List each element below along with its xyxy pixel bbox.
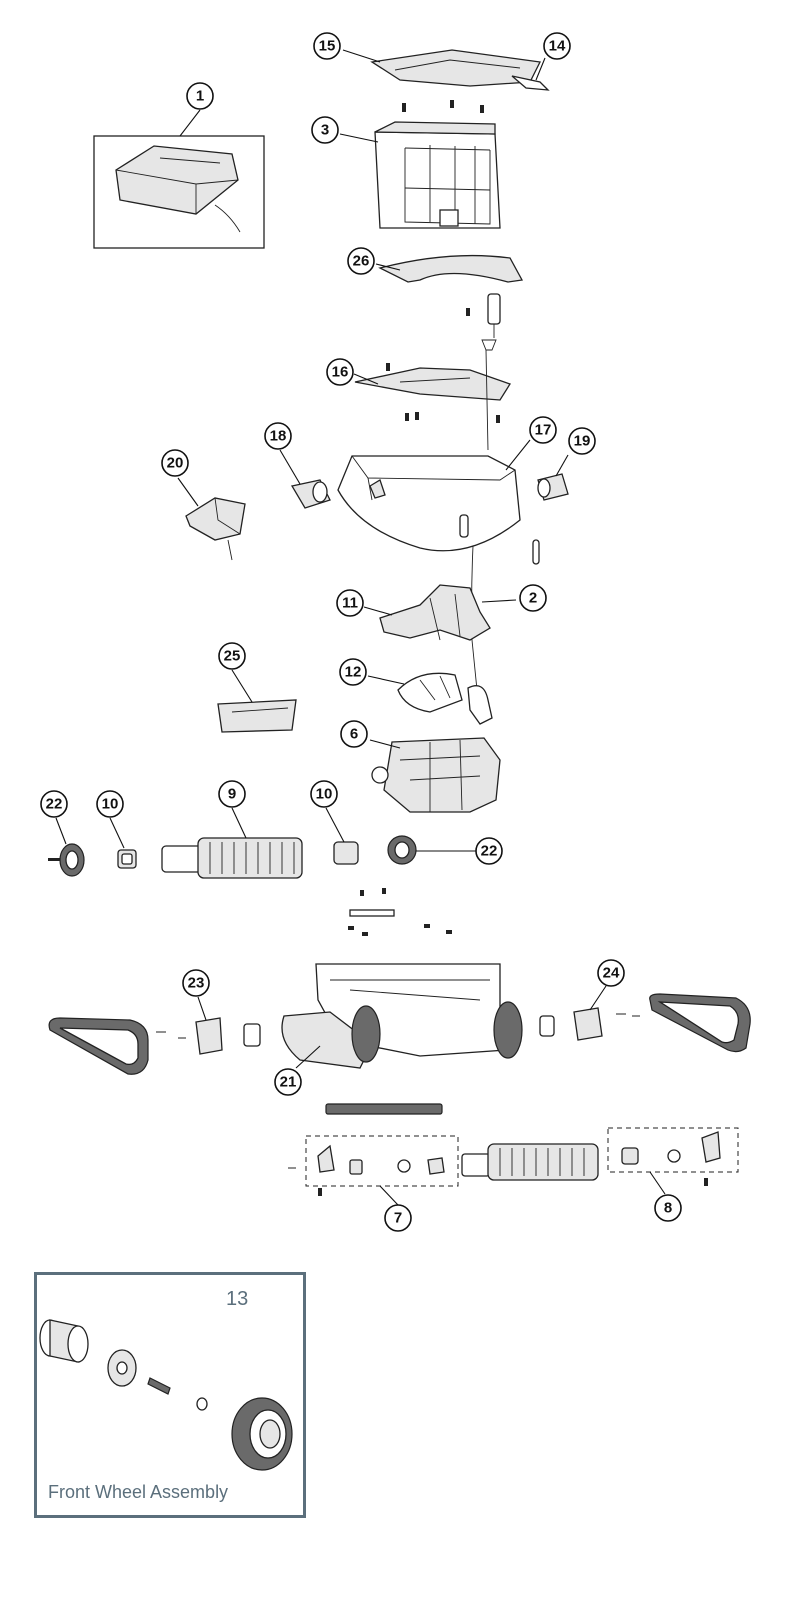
inset-caption: Front Wheel Assembly: [48, 1482, 229, 1502]
svg-text:12: 12: [345, 664, 362, 681]
svg-text:18: 18: [270, 428, 287, 445]
callout-3: 3: [311, 116, 339, 144]
track-left: [48, 1017, 149, 1075]
track-right: [649, 993, 751, 1053]
part-18-side-port-left: [290, 479, 331, 509]
svg-text:8: 8: [664, 1200, 672, 1217]
svg-text:26: 26: [353, 253, 370, 270]
svg-text:24: 24: [603, 965, 620, 982]
callout-14: 14: [543, 32, 571, 60]
callout-20: 20: [161, 449, 189, 477]
svg-text:20: 20: [167, 455, 184, 472]
part-11-impeller-housing: [379, 584, 491, 641]
callout-21: 21: [274, 1068, 302, 1096]
part-25-flap: [217, 699, 297, 733]
svg-text:21: 21: [280, 1074, 297, 1091]
part-1-power-supply: [93, 135, 265, 249]
svg-text:23: 23: [188, 975, 205, 992]
part-20-bracket: [185, 497, 246, 561]
part-6-motor-unit: [371, 737, 501, 813]
part-10-bushing-left: [117, 849, 137, 869]
part-8-assembly: [607, 1127, 739, 1186]
rear-brush-strip: [325, 1103, 443, 1115]
part-7-assembly: [305, 1135, 459, 1196]
callout-6: 6: [340, 720, 368, 748]
cable-connector: [466, 293, 501, 351]
callout-15: 15: [313, 32, 341, 60]
callout-1: 1: [186, 82, 214, 110]
svg-text:17: 17: [535, 422, 552, 439]
svg-text:19: 19: [574, 433, 591, 450]
part-23-side-plate-left: [195, 1017, 261, 1055]
part-16-handle-base: [354, 363, 511, 423]
arrow-marks: [156, 1013, 640, 1169]
callout-9: 9: [218, 780, 246, 808]
lid-screws: [402, 100, 484, 113]
callout-22-left: 22: [40, 790, 68, 818]
svg-text:11: 11: [342, 595, 358, 612]
svg-text:2: 2: [529, 590, 537, 607]
svg-text:10: 10: [102, 796, 119, 813]
part-17-upper-body: [337, 455, 521, 552]
part-3-filter-basket: [374, 121, 501, 229]
part-10-bushing-right: [333, 841, 359, 865]
svg-text:7: 7: [394, 1210, 402, 1227]
svg-text:1: 1: [196, 88, 204, 105]
cable-swivel: [467, 685, 493, 725]
svg-text:16: 16: [332, 364, 349, 381]
svg-text:14: 14: [549, 38, 566, 55]
callout-25: 25: [218, 642, 246, 670]
inset-part-number: 13: [226, 1288, 249, 1310]
front-wheel-inset-frame: [34, 1272, 306, 1518]
leader-lines: [55, 49, 666, 1206]
part-26-handle: [378, 254, 524, 283]
part-22-wheel-left: [48, 843, 85, 877]
part-9-brush-roller: [161, 837, 303, 879]
callout-24: 24: [597, 959, 625, 987]
part-24-side-plate-right: [539, 1007, 603, 1041]
part-22-wheel-right: [387, 835, 417, 865]
callout-2: 2: [519, 584, 547, 612]
brush-roller-second: [461, 1143, 599, 1181]
svg-text:15: 15: [319, 38, 336, 55]
svg-text:6: 6: [350, 726, 358, 743]
callout-22-right: 22: [475, 837, 503, 865]
callout-26: 26: [347, 247, 375, 275]
svg-text:22: 22: [46, 796, 63, 813]
svg-text:3: 3: [321, 122, 329, 139]
small-screws: [348, 888, 452, 936]
callout-11: 11: [336, 589, 364, 617]
callout-17: 17: [529, 416, 557, 444]
part-12-impeller: [397, 672, 463, 713]
svg-text:25: 25: [224, 648, 241, 665]
callout-8: 8: [654, 1194, 682, 1222]
callout-10-left: 10: [96, 790, 124, 818]
svg-text:10: 10: [316, 786, 333, 803]
callout-12: 12: [339, 658, 367, 686]
callout-7: 7: [384, 1204, 412, 1232]
svg-text:9: 9: [228, 786, 236, 803]
callout-16: 16: [326, 358, 354, 386]
callout-18: 18: [264, 422, 292, 450]
callout-10-right: 10: [310, 780, 338, 808]
part-2-cable-clip: [532, 539, 540, 565]
inset-front-wheel-parts: [39, 1319, 293, 1471]
callout-23: 23: [182, 969, 210, 997]
part-19-side-port-right: [537, 473, 569, 501]
part-21-chassis: [281, 963, 523, 1069]
svg-text:22: 22: [481, 843, 498, 860]
callout-19: 19: [568, 427, 596, 455]
part-15-top-cover: [370, 49, 550, 91]
